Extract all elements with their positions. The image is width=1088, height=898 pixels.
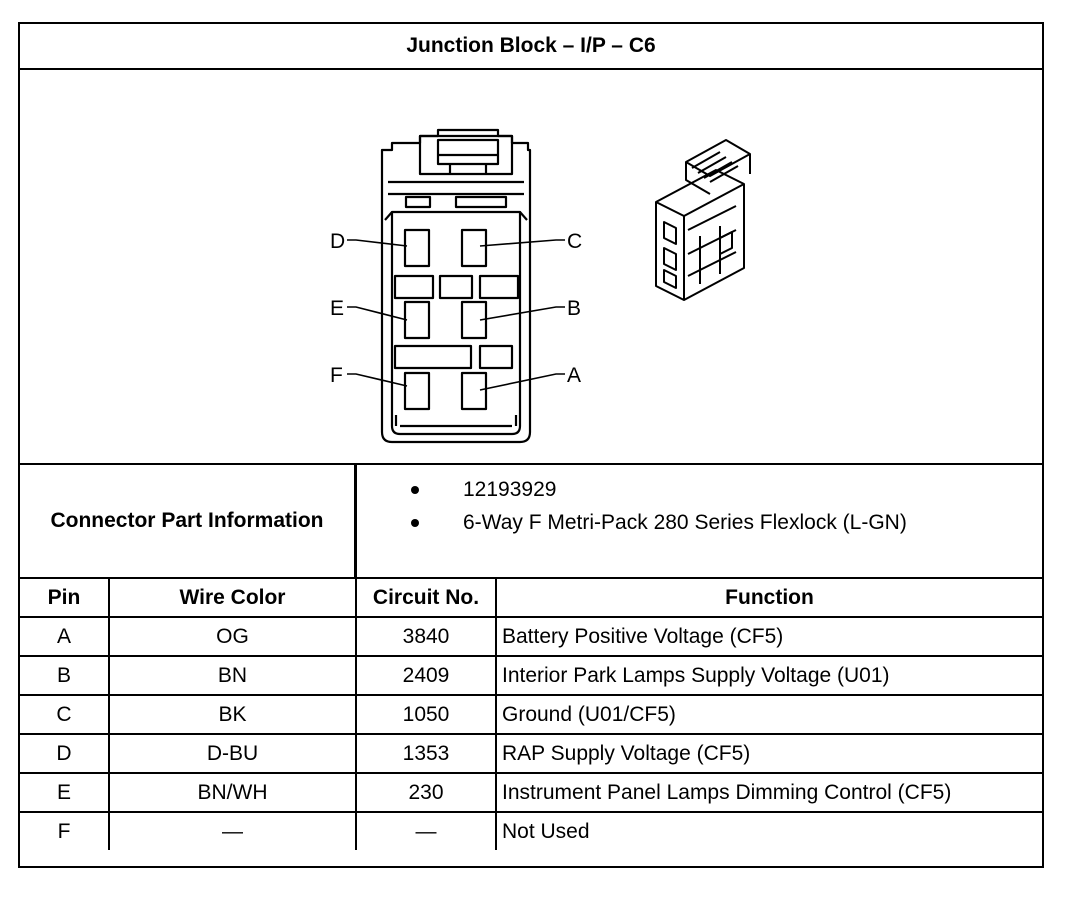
connector-sheet: Junction Block – I/P – C6 [18, 22, 1044, 868]
table-header-row: Pin Wire Color Circuit No. Function [20, 579, 1042, 618]
cell-wire-color: BN/WH [108, 772, 357, 813]
leader-c [479, 239, 565, 247]
connector-info-label: Connector Part Information [20, 465, 357, 577]
pin-label-e: E [330, 297, 344, 320]
header-wire-color: Wire Color [108, 579, 357, 618]
cell-circuit: — [355, 811, 497, 850]
cell-circuit: 1050 [355, 694, 497, 735]
connector-housing-outline [380, 128, 532, 444]
pin-label-a: A [567, 364, 581, 387]
header-circuit-no: Circuit No. [355, 579, 497, 618]
table-row: E BN/WH 230 Instrument Panel Lamps Dimmi… [20, 772, 1042, 813]
cell-circuit: 2409 [355, 655, 497, 696]
pin-label-d: D [330, 230, 345, 253]
connector-info-list: 12193929 6-Way F Metri-Pack 280 Series F… [357, 465, 1042, 577]
cell-function: Interior Park Lamps Supply Voltage (U01) [495, 655, 1042, 696]
page-title: Junction Block – I/P – C6 [20, 24, 1042, 70]
bullet-icon [411, 486, 419, 494]
leader-d [347, 239, 408, 247]
cell-pin: E [20, 772, 110, 813]
cell-wire-color: D-BU [108, 733, 357, 774]
cell-pin: D [20, 733, 110, 774]
cell-wire-color: — [108, 811, 357, 850]
cell-pin: C [20, 694, 110, 735]
table-row: C BK 1050 Ground (U01/CF5) [20, 694, 1042, 735]
pin-label-b: B [567, 297, 581, 320]
cell-function: Instrument Panel Lamps Dimming Control (… [495, 772, 1042, 813]
pin-label-c: C [567, 230, 582, 253]
pin-table: Pin Wire Color Circuit No. Function A OG… [20, 579, 1042, 850]
cell-pin: A [20, 616, 110, 657]
cell-wire-color: BN [108, 655, 357, 696]
connector-description: 6-Way F Metri-Pack 280 Series Flexlock (… [463, 511, 907, 534]
header-pin: Pin [20, 579, 110, 618]
table-row: A OG 3840 Battery Positive Voltage (CF5) [20, 616, 1042, 657]
connector-face-view: D C E B F A [330, 128, 751, 444]
cell-function: RAP Supply Voltage (CF5) [495, 733, 1042, 774]
connector-isometric-view [655, 139, 751, 301]
cavity-a [460, 371, 488, 411]
cavity-e [403, 300, 431, 340]
part-number: 12193929 [463, 478, 557, 501]
cavity-d [403, 228, 431, 268]
bullet-icon [411, 519, 419, 527]
table-row: F — — Not Used [20, 811, 1042, 850]
connector-housing-inner [390, 210, 522, 436]
pin-label-f: F [330, 364, 343, 387]
cell-function: Not Used [495, 811, 1042, 850]
cell-circuit: 230 [355, 772, 497, 813]
leader-b [479, 306, 565, 321]
cavity-c [460, 228, 488, 268]
latch-outer [418, 134, 514, 176]
cell-circuit: 3840 [355, 616, 497, 657]
cell-wire-color: BK [108, 694, 357, 735]
cell-function: Battery Positive Voltage (CF5) [495, 616, 1042, 657]
cell-pin: F [20, 811, 110, 850]
header-function: Function [495, 579, 1042, 618]
cell-function: Ground (U01/CF5) [495, 694, 1042, 735]
latch-inner [436, 138, 500, 166]
cavity-f [403, 371, 431, 411]
table-row: B BN 2409 Interior Park Lamps Supply Vol… [20, 655, 1042, 696]
cavity-b [460, 300, 488, 340]
connector-diagram: D C E B F A [20, 70, 1042, 463]
cell-wire-color: OG [108, 616, 357, 657]
leader-f [347, 373, 408, 387]
leader-e [347, 306, 408, 321]
leader-a [479, 373, 565, 391]
connector-part-information: Connector Part Information 12193929 6-Wa… [20, 463, 1042, 579]
cell-circuit: 1353 [355, 733, 497, 774]
cell-pin: B [20, 655, 110, 696]
table-row: D D-BU 1353 RAP Supply Voltage (CF5) [20, 733, 1042, 774]
